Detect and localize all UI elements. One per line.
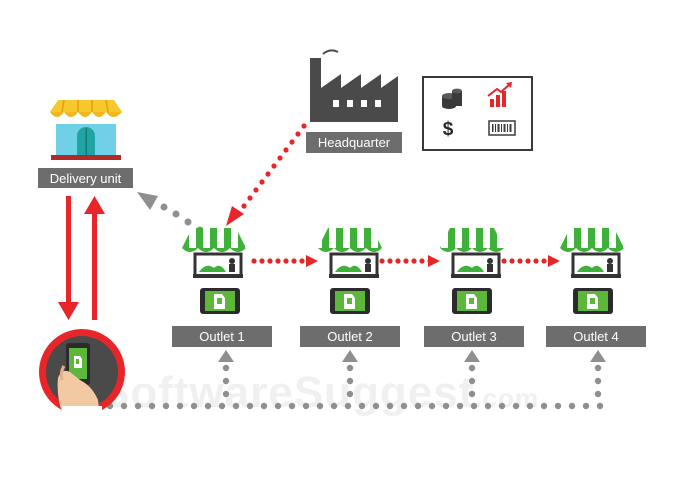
tablet-icon-outlet-1 xyxy=(200,288,240,314)
vertical-dotted-to-outlet-1 xyxy=(218,350,234,398)
outlet-3-label: Outlet 3 xyxy=(424,326,524,347)
red-dotted-network xyxy=(226,123,560,267)
factory-icon xyxy=(310,49,398,122)
phone-hand-icon xyxy=(39,329,125,418)
vertical-dotted-to-outlet-2 xyxy=(342,350,358,398)
dotted-arrow-outlet1-to-delivery xyxy=(137,192,204,234)
tablet-icon-outlet-3 xyxy=(452,288,492,314)
dollar-icon: $ xyxy=(443,119,454,140)
tablet-icon-outlet-2 xyxy=(330,288,370,314)
arrow-up-to-delivery xyxy=(84,196,105,320)
vertical-dotted-to-outlet-4 xyxy=(590,350,606,398)
coins-icon xyxy=(442,88,462,109)
dotted-arrow-outlet1-to-2 xyxy=(251,255,318,267)
outlet-4-label: Outlet 4 xyxy=(546,326,646,347)
delivery-phone-arrows xyxy=(58,196,105,320)
shop-icon xyxy=(50,99,122,160)
grey-dotted-network xyxy=(78,192,606,410)
headquarter-label: Headquarter xyxy=(306,132,402,153)
hq-info-panel: $ xyxy=(422,76,533,151)
dotted-arrow-outlet2-to-3 xyxy=(379,255,440,267)
dotted-arrow-hq-to-outlet1 xyxy=(226,123,307,226)
barcode-icon xyxy=(488,120,516,136)
dotted-arrow-outlet3-to-4 xyxy=(501,255,560,267)
outlet-stall-3 xyxy=(440,228,504,278)
outlet-stall-1 xyxy=(182,228,246,278)
arrow-down-to-phone xyxy=(58,196,79,320)
bar-chart-icon xyxy=(487,82,512,107)
outlet-stall-4 xyxy=(560,228,624,278)
outlet-2-label: Outlet 2 xyxy=(300,326,400,347)
outlet-1-label: Outlet 1 xyxy=(172,326,272,347)
vertical-dotted-to-outlet-3 xyxy=(464,350,480,398)
delivery-unit-label: Delivery unit xyxy=(38,168,133,188)
bottom-dotted-line xyxy=(78,402,604,410)
outlet-stall-2 xyxy=(318,228,382,278)
tablet-icon-outlet-4 xyxy=(573,288,613,314)
